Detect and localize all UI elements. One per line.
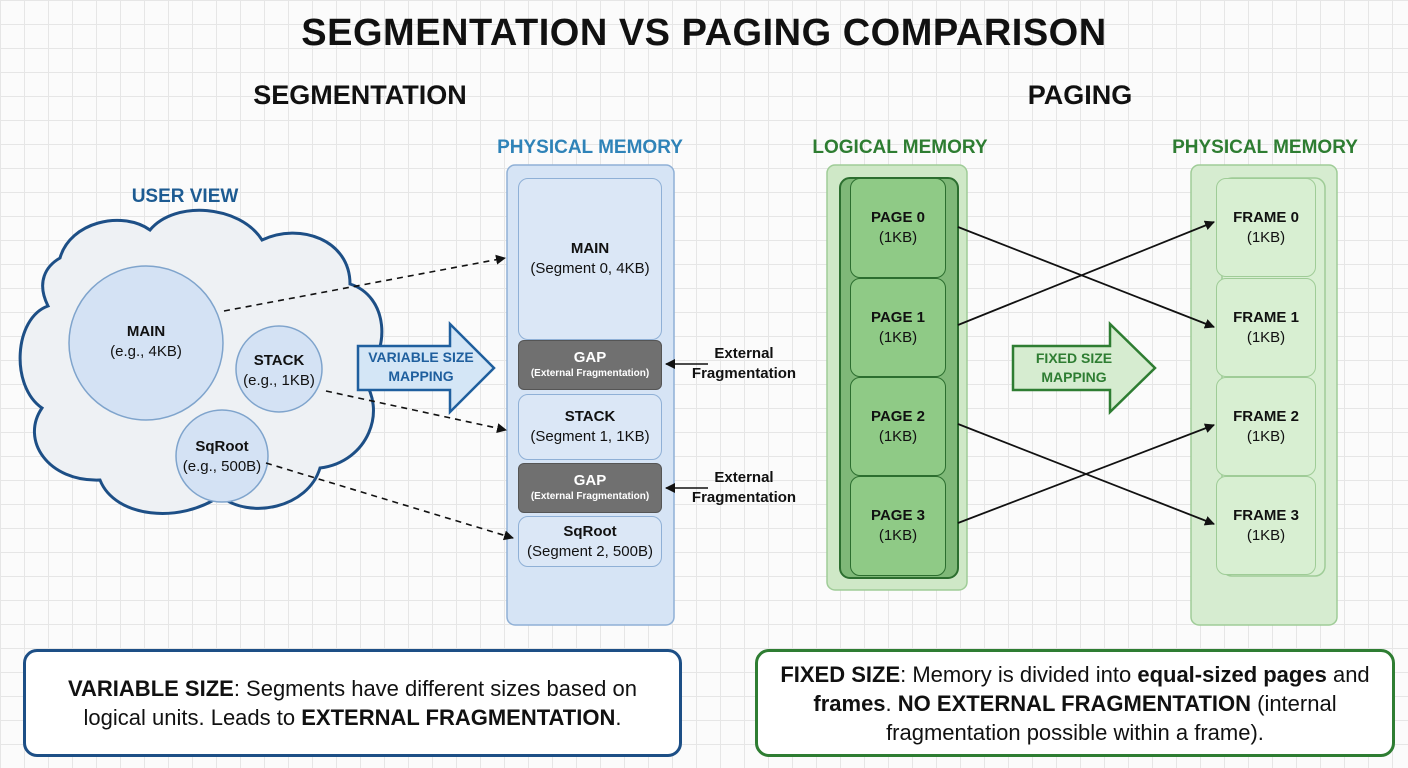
stack-logical-size: (e.g., 1KB)	[243, 372, 315, 389]
sqroot-logical-name: SqRoot	[195, 438, 249, 455]
paging-note-text: FIXED SIZE: Memory is divided into equal…	[772, 660, 1378, 747]
gap-block-2: GAP (External Fragmentation)	[518, 463, 662, 513]
ext-frag-2-line1: External	[714, 469, 774, 486]
physical-sqroot-name: SqRoot	[563, 522, 617, 540]
pg-note-bold-4: NO EXTERNAL FRAGMENTATION	[897, 690, 1251, 716]
seg-note-bold-2: EXTERNAL FRAGMENTATION	[301, 705, 616, 730]
seg-note-bold-1: VARIABLE SIZE	[67, 676, 234, 701]
sqroot-mapping-line	[265, 462, 514, 541]
physical-sqroot-detail: (Segment 2, 500B)	[527, 542, 653, 560]
gap-2-detail: (External Fragmentation)	[530, 491, 650, 502]
segmentation-note-text: VARIABLE SIZE: Segments have different s…	[40, 674, 665, 732]
physical-stack-name: STACK	[564, 408, 616, 425]
variable-size-text: VARIABLE SIZE	[368, 349, 474, 365]
main-logical-label: MAIN (e.g., 4KB)	[86, 322, 206, 362]
page-1-block: PAGE 1 (1KB)	[850, 278, 946, 377]
external-fragmentation-label-1: External Fragmentation	[679, 344, 809, 384]
stack-mapping-line	[325, 390, 507, 433]
frame-2-block: FRAME 2 (1KB)	[1216, 377, 1316, 476]
page-title: SEGMENTATION VS PAGING COMPARISON	[301, 12, 1107, 54]
main-logical-name: MAIN	[126, 323, 166, 340]
stack-logical-label: STACK (e.g., 1KB)	[229, 351, 329, 391]
segmentation-note: VARIABLE SIZE: Segments have different s…	[23, 649, 682, 757]
physical-stack-detail: (Segment 1, 1KB)	[530, 428, 650, 445]
variable-size-arrow	[356, 320, 496, 416]
frame-3-size: (1KB)	[1246, 526, 1286, 544]
logical-memory-label: LOGICAL MEMORY	[812, 137, 988, 158]
gap-2-name: GAP	[573, 472, 607, 489]
page-2-block: PAGE 2 (1KB)	[850, 377, 946, 476]
fixed-size-mapping-label: FIXED SIZE MAPPING	[1016, 349, 1132, 387]
main-mapping-line	[223, 254, 506, 312]
gap-1-name: GAP	[573, 349, 607, 366]
physical-main-detail: (Segment 0, 4KB)	[530, 260, 650, 277]
physical-stack-segment: STACK (Segment 1, 1KB)	[518, 394, 662, 460]
sqroot-logical-label: SqRoot (e.g., 500B)	[167, 437, 277, 477]
frame-1-size: (1KB)	[1246, 328, 1286, 346]
page-3-size: (1KB)	[878, 527, 918, 544]
paging-physical-memory-label: PHYSICAL MEMORY	[1172, 137, 1358, 158]
paging-heading: PAGING	[1027, 80, 1133, 110]
sqroot-segment-circle	[175, 409, 269, 503]
ext-frag-1-line1: External	[714, 345, 774, 362]
physical-main-name: MAIN	[570, 240, 610, 257]
frame-1-name: FRAME 1	[1233, 308, 1299, 326]
frame-2-size: (1KB)	[1246, 427, 1286, 445]
page-2-size: (1KB)	[878, 427, 918, 445]
ext-frag-1-line2: Fragmentation	[691, 365, 797, 382]
pg-note-text-4: (internal fragmentation possible within …	[886, 690, 1337, 745]
seg-note-text-1: : Segments have different sizes based on…	[83, 676, 637, 730]
sqroot-logical-size: (e.g., 500B)	[182, 458, 262, 475]
pg-note-bold-2: equal-sized pages	[1137, 661, 1327, 687]
frame-0-block: FRAME 0 (1KB)	[1216, 178, 1316, 277]
page-0-block: PAGE 0 (1KB)	[850, 178, 946, 278]
variable-mapping-text: MAPPING	[388, 368, 454, 384]
pg-note-text-1: : Memory is divided into	[900, 661, 1138, 687]
segmentation-heading: SEGMENTATION	[253, 80, 467, 110]
stack-segment-circle	[235, 325, 323, 413]
page1-to-frame0-line	[957, 220, 1215, 326]
frame-1-block: FRAME 1 (1KB)	[1216, 278, 1316, 377]
pg-note-bold-3: frames	[813, 690, 886, 716]
frame-2-name: FRAME 2	[1233, 407, 1299, 425]
frame-3-block: FRAME 3 (1KB)	[1216, 476, 1316, 575]
fixed-size-arrow	[1011, 321, 1157, 415]
page-3-block: PAGE 3 (1KB)	[850, 476, 946, 576]
ext-frag-2-line2: Fragmentation	[691, 489, 797, 506]
gap-1-detail: (External Fragmentation)	[530, 368, 650, 379]
external-fragmentation-label-2: External Fragmentation	[679, 468, 809, 508]
frame-0-name: FRAME 0	[1233, 208, 1299, 226]
page-1-name: PAGE 1	[871, 308, 925, 326]
gap-block-1: GAP (External Fragmentation)	[518, 340, 662, 390]
page-2-name: PAGE 2	[871, 407, 925, 425]
physical-main-segment: MAIN (Segment 0, 4KB)	[518, 178, 662, 340]
page-3-name: PAGE 3	[871, 507, 925, 524]
physical-sqroot-segment: SqRoot (Segment 2, 500B)	[518, 516, 662, 567]
page-0-name: PAGE 0	[871, 209, 925, 226]
user-view-label: USER VIEW	[131, 186, 239, 207]
fixed-size-text: FIXED SIZE	[1035, 350, 1113, 366]
pg-note-text-3: .	[885, 690, 898, 716]
stack-logical-name: STACK	[253, 352, 305, 369]
seg-physical-memory-label: PHYSICAL MEMORY	[497, 137, 683, 158]
frame-0-size: (1KB)	[1246, 228, 1286, 246]
variable-size-mapping-label: VARIABLE SIZE MAPPING	[356, 348, 486, 386]
page-0-size: (1KB)	[878, 229, 918, 246]
seg-note-text-2: .	[615, 705, 622, 730]
frame-3-name: FRAME 3	[1233, 506, 1299, 524]
main-segment-circle	[68, 265, 224, 421]
page0-to-frame1-line	[957, 226, 1215, 329]
pg-note-text-2: and	[1326, 661, 1370, 687]
page-1-size: (1KB)	[878, 328, 918, 346]
paging-note: FIXED SIZE: Memory is divided into equal…	[755, 649, 1395, 757]
main-logical-size: (e.g., 4KB)	[110, 343, 182, 360]
fixed-mapping-text: MAPPING	[1041, 369, 1107, 385]
pg-note-bold-1: FIXED SIZE	[780, 661, 901, 687]
page3-to-frame2-line	[957, 423, 1215, 524]
